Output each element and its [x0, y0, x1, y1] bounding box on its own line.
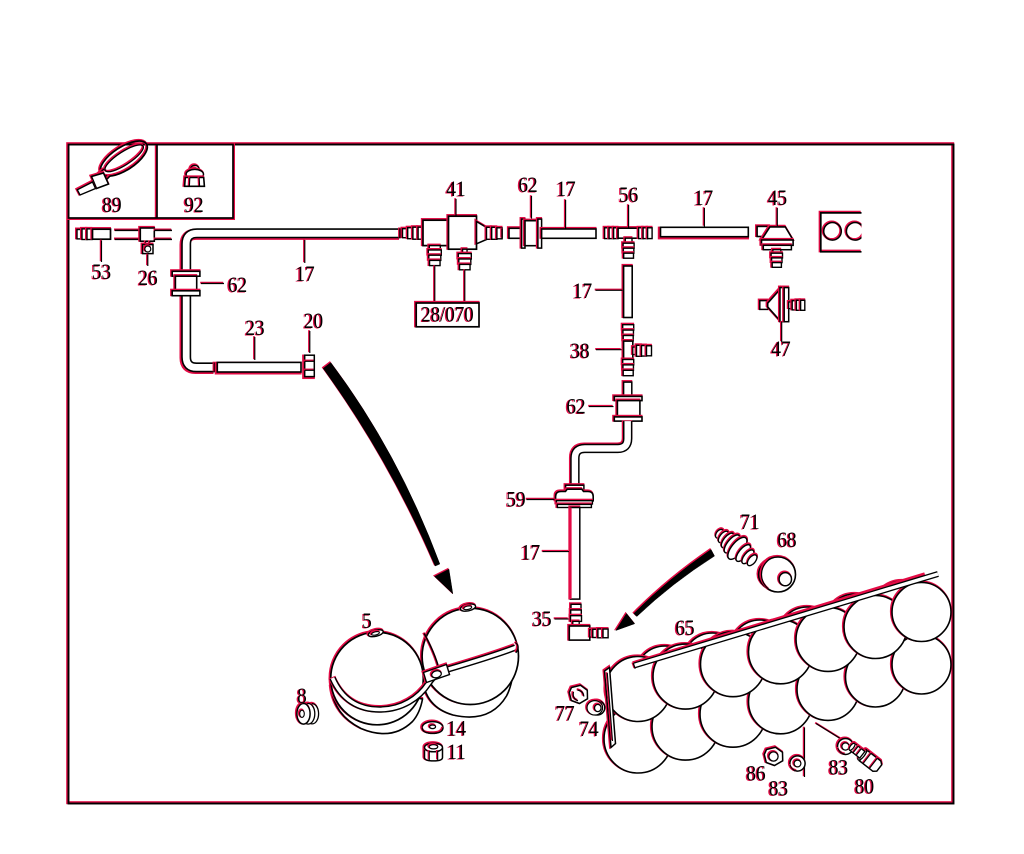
svg-text:53: 53	[91, 259, 110, 285]
svg-text:89: 89	[102, 192, 121, 218]
svg-text:62: 62	[566, 393, 585, 419]
svg-text:17: 17	[295, 261, 314, 287]
svg-text:47: 47	[770, 336, 789, 362]
svg-text:11: 11	[446, 739, 465, 765]
svg-text:14: 14	[447, 715, 467, 741]
svg-text:26: 26	[137, 265, 156, 291]
svg-text:20: 20	[303, 308, 322, 334]
svg-text:35: 35	[532, 606, 551, 632]
svg-text:14: 14	[446, 716, 466, 742]
svg-text:56: 56	[619, 182, 638, 208]
svg-text:83: 83	[828, 755, 847, 781]
svg-text:83: 83	[769, 775, 788, 801]
svg-text:8: 8	[297, 683, 307, 709]
svg-text:83: 83	[829, 754, 848, 780]
svg-text:47: 47	[771, 336, 790, 362]
svg-text:17: 17	[694, 185, 713, 211]
svg-text:53: 53	[92, 259, 111, 285]
svg-text:77: 77	[555, 700, 574, 726]
svg-text:17: 17	[573, 278, 592, 304]
svg-text:17: 17	[555, 176, 574, 202]
svg-text:77: 77	[554, 701, 573, 727]
svg-text:62: 62	[227, 272, 246, 298]
svg-text:5: 5	[362, 608, 372, 634]
svg-text:41: 41	[445, 176, 464, 202]
svg-text:62: 62	[228, 272, 247, 298]
svg-text:20: 20	[304, 308, 323, 334]
svg-text:92: 92	[183, 192, 202, 218]
svg-text:17: 17	[572, 278, 591, 304]
svg-text:92: 92	[184, 192, 203, 218]
svg-text:86: 86	[745, 761, 764, 787]
svg-text:86: 86	[746, 760, 765, 786]
svg-text:65: 65	[675, 615, 694, 641]
svg-text:83: 83	[768, 776, 787, 802]
svg-text:65: 65	[674, 615, 693, 641]
svg-text:17: 17	[521, 539, 540, 565]
svg-text:45: 45	[768, 185, 787, 211]
svg-text:68: 68	[777, 527, 796, 553]
svg-text:62: 62	[565, 394, 584, 420]
svg-text:17: 17	[294, 261, 313, 287]
svg-text:17: 17	[556, 176, 575, 202]
svg-text:8: 8	[296, 683, 306, 709]
svg-text:38: 38	[570, 338, 589, 364]
svg-text:11: 11	[447, 739, 466, 765]
svg-text:28/070: 28/070	[420, 304, 473, 328]
svg-text:28/070: 28/070	[421, 303, 474, 327]
svg-text:74: 74	[579, 716, 599, 742]
svg-text:71: 71	[740, 509, 759, 535]
svg-text:35: 35	[531, 606, 550, 632]
svg-text:45: 45	[767, 185, 786, 211]
svg-text:68: 68	[776, 527, 795, 553]
svg-text:80: 80	[854, 774, 873, 800]
svg-text:62: 62	[517, 172, 536, 198]
svg-text:23: 23	[244, 315, 263, 341]
svg-text:26: 26	[138, 265, 157, 291]
svg-text:38: 38	[569, 338, 588, 364]
svg-text:80: 80	[855, 773, 874, 799]
svg-text:41: 41	[446, 176, 465, 202]
svg-text:23: 23	[245, 315, 264, 341]
svg-text:17: 17	[520, 540, 539, 566]
svg-text:5: 5	[361, 608, 371, 634]
svg-text:59: 59	[505, 487, 524, 513]
svg-text:17: 17	[693, 185, 712, 211]
svg-text:62: 62	[518, 172, 537, 198]
svg-text:56: 56	[618, 182, 637, 208]
svg-text:74: 74	[578, 716, 598, 742]
svg-text:89: 89	[101, 192, 120, 218]
svg-text:59: 59	[506, 486, 525, 512]
svg-text:71: 71	[739, 509, 758, 535]
